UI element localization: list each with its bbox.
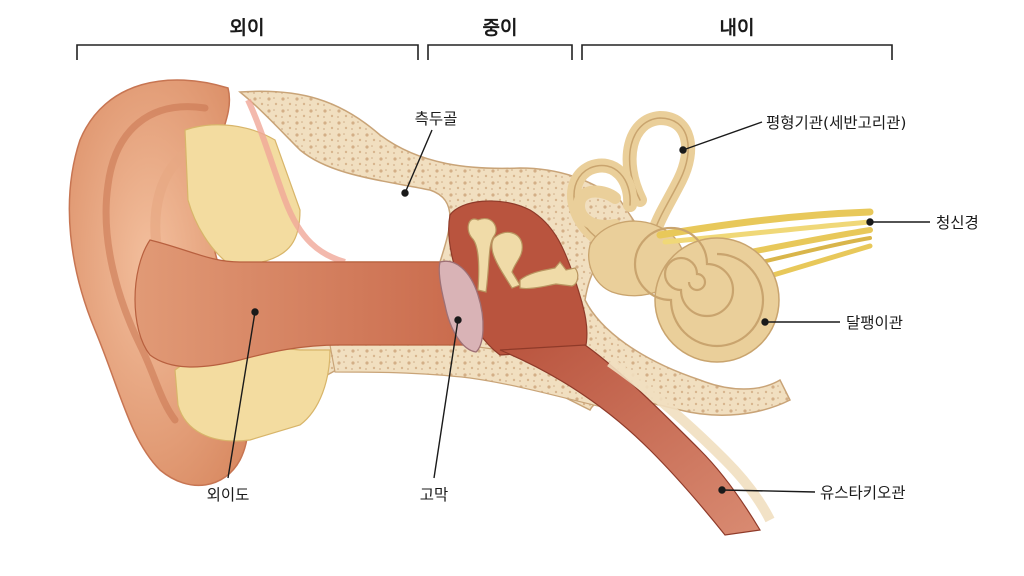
outer-ear-title: 외이 [230,17,265,39]
skin-stripe [245,98,346,265]
eustachian-leader [721,489,816,493]
eardrum-leader [433,319,459,479]
outer-ear-bracket [76,44,419,60]
eustachian-tube-label: 유스타키오관 [820,484,906,502]
inner-ear-title: 내이 [720,17,755,39]
stapes [519,261,579,290]
malleus [467,218,497,293]
ear-canal-leader [227,311,256,479]
middle-ear-title: 중이 [483,17,518,39]
semicircular-leader [682,121,763,151]
tube-wall-stripe [607,357,775,523]
eardrum [438,260,484,353]
eustachian-tube [499,344,761,536]
temporal-bone-label: 측두골 [415,110,458,128]
middle-ear-bracket [427,44,573,60]
inner-ear-bracket [581,44,893,60]
semicircular-canals [567,110,696,247]
ossicles [467,218,579,293]
ear-canal-label: 외이도 [207,486,250,504]
eardrum-label: 고막 [420,486,449,504]
temporal-bone-leader [404,129,433,194]
ear-canal [134,239,471,368]
auditory-nerve-label: 청신경 [936,214,979,232]
incus [491,231,523,289]
semicircular-canals-label: 평형기관(세반고리관) [766,114,906,132]
section-brackets [76,44,893,60]
cochlea [633,226,780,363]
helix-fold [102,103,209,424]
cochlea-label: 달팽이관 [846,314,903,332]
leader-lines [227,121,930,494]
